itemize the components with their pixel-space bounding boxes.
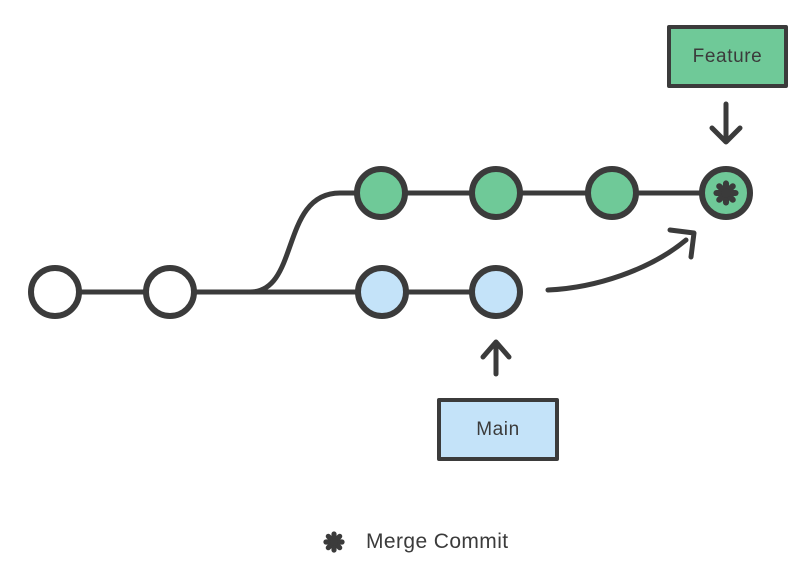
feature-branch-label: Feature	[692, 45, 763, 67]
feature-branch-label-box: Feature	[667, 25, 788, 88]
commit-node-feature-2	[469, 166, 523, 220]
feature-branch-line	[247, 190, 729, 295]
commit-node-feature-1	[354, 166, 408, 220]
merge-commit-icon	[716, 183, 735, 202]
main-branch-label-box: Main	[437, 398, 559, 461]
legend: Merge Commit	[323, 530, 509, 554]
main-pointer-arrow	[480, 339, 512, 377]
commit-node-main-3	[355, 265, 409, 319]
commit-node-main-1	[28, 265, 82, 319]
main-branch-label: Main	[476, 418, 520, 440]
commit-node-main-4	[469, 265, 523, 319]
commit-node-feature-3	[585, 166, 639, 220]
merge-arrow-head	[667, 227, 697, 260]
merge-commit-legend-icon	[323, 531, 345, 553]
feature-pointer-arrow	[709, 101, 743, 145]
legend-label: Merge Commit	[366, 530, 509, 553]
commit-node-main-2	[143, 265, 197, 319]
merge-arrow-curve	[545, 237, 689, 293]
